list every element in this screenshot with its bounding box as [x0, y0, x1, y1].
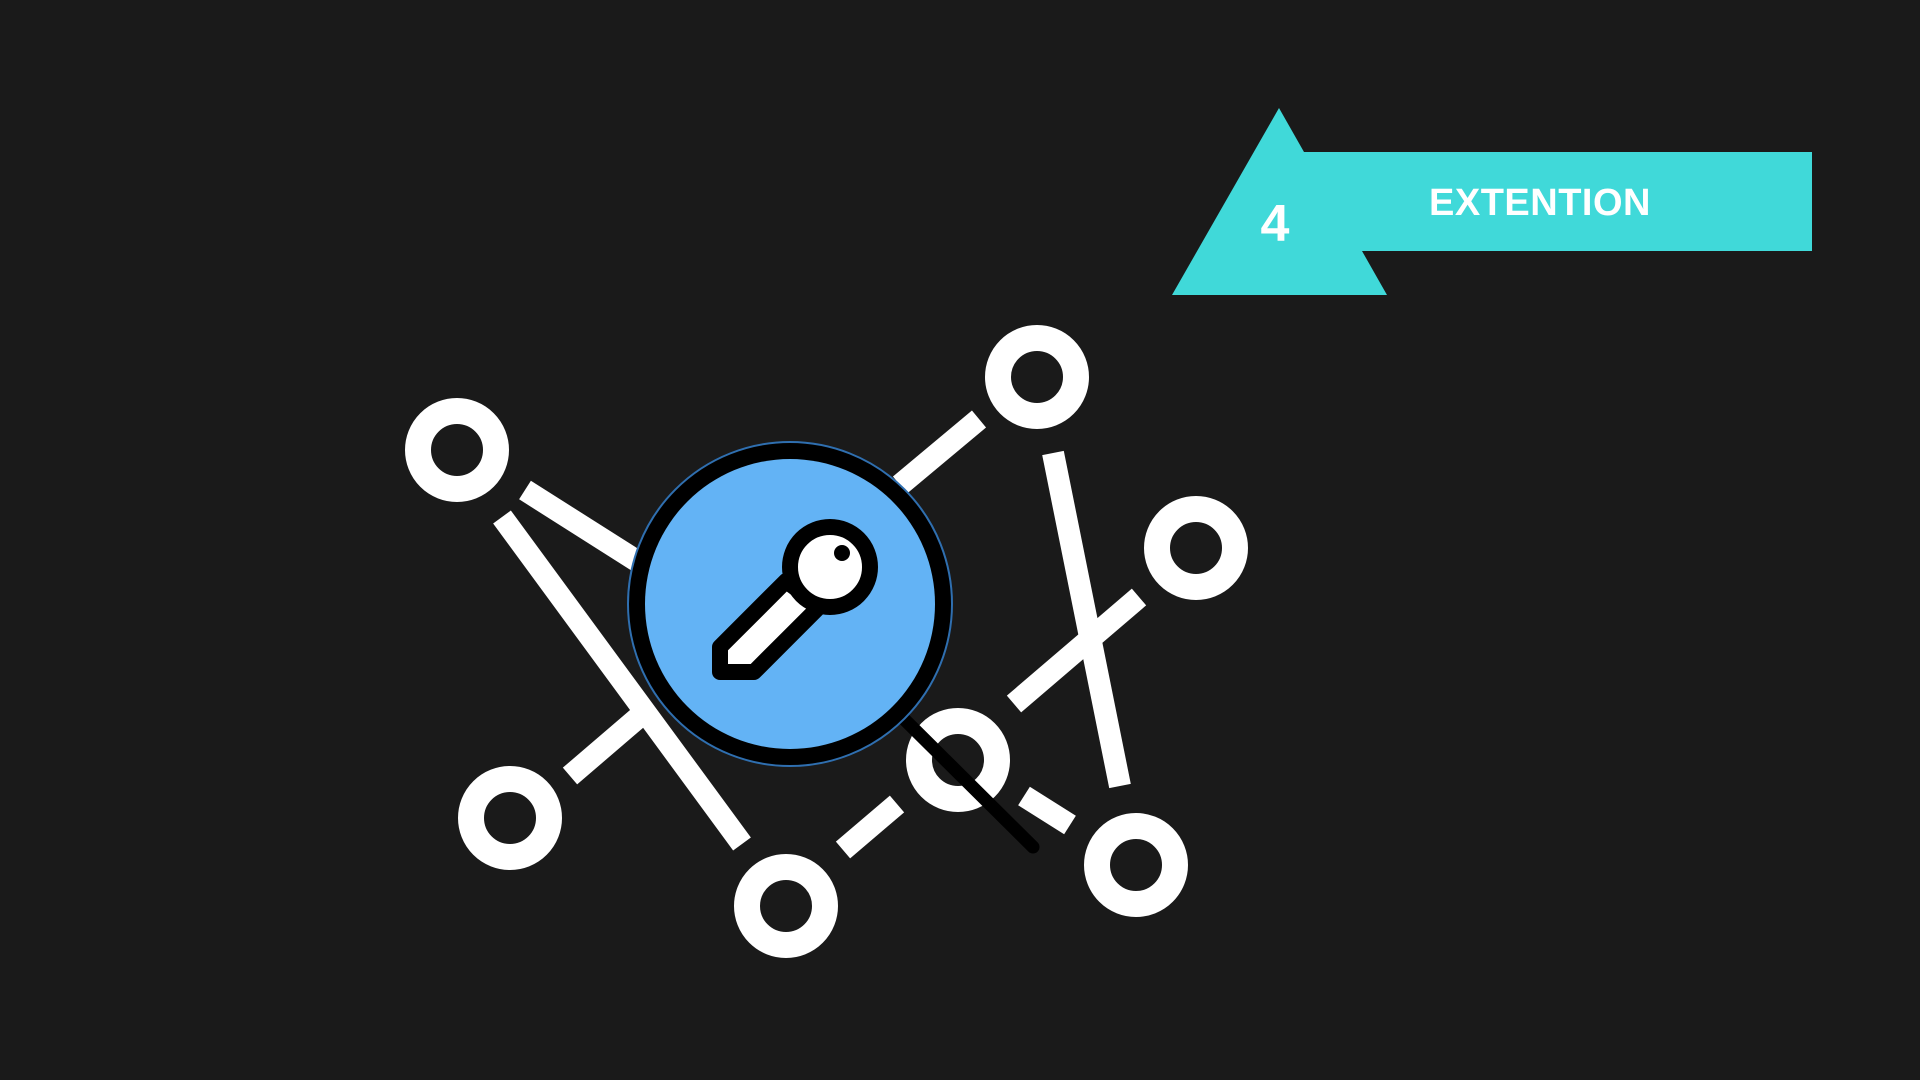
network-key-icon	[405, 325, 1248, 958]
network-node	[906, 708, 1010, 812]
network-node	[458, 766, 562, 870]
edge	[1018, 786, 1076, 835]
edge	[562, 707, 648, 785]
edge	[1042, 450, 1131, 789]
banner-arrow-shape	[1172, 108, 1812, 295]
key-badge	[627, 441, 1040, 854]
edge	[1006, 588, 1147, 713]
edge	[519, 480, 646, 573]
network-node	[734, 854, 838, 958]
magnifier-handle	[898, 713, 1040, 854]
key-icon	[712, 519, 878, 680]
key-hole	[834, 545, 850, 561]
network-node	[1144, 496, 1248, 600]
section-banner: 4 EXTENTION	[1172, 108, 1812, 295]
network-nodes	[405, 325, 1248, 958]
edge	[835, 795, 905, 859]
key-bow	[782, 519, 878, 615]
banner-number: 4	[1261, 195, 1290, 253]
network-node	[985, 325, 1089, 429]
banner-title: EXTENTION	[1429, 182, 1651, 224]
network-edges	[493, 410, 1147, 859]
network-node	[405, 398, 509, 502]
edge	[892, 410, 987, 494]
network-node	[1084, 813, 1188, 917]
edge	[493, 510, 751, 851]
